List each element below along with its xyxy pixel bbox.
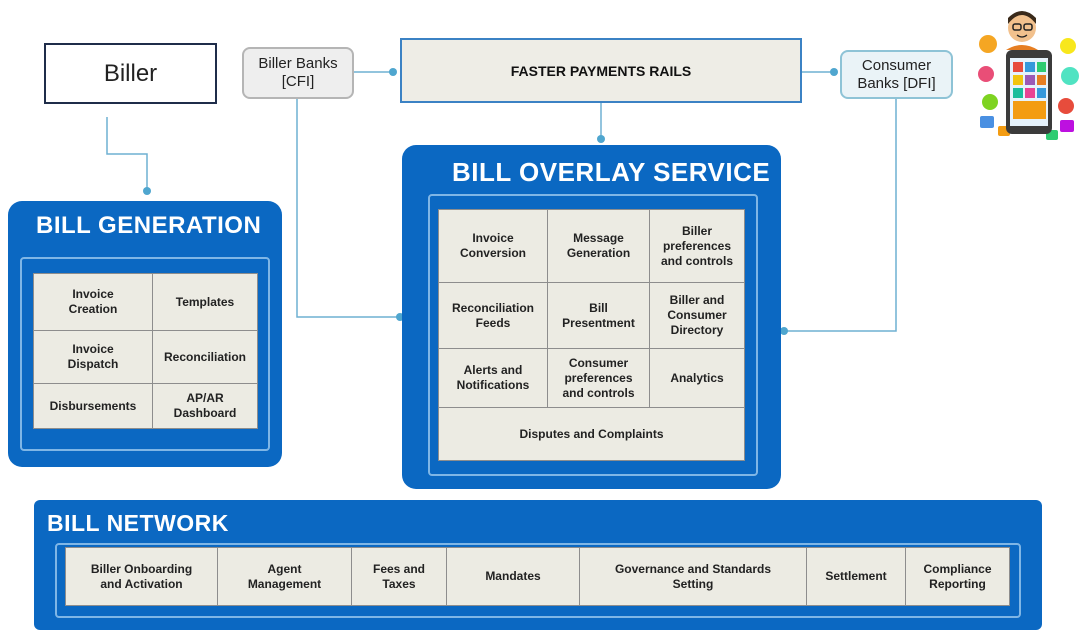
- consumer-banks-line2: Banks [DFI]: [857, 74, 936, 92]
- cell-consumer-preferences: Consumer preferences and controls: [548, 349, 649, 407]
- bill-network-title: BILL NETWORK: [47, 510, 229, 536]
- cell-reconciliation: Reconciliation: [153, 331, 257, 383]
- biller-banks-line1: Biller Banks: [258, 55, 338, 72]
- consumer-banks-line1: Consumer: [861, 56, 932, 74]
- cell-biller-onboarding: Biller Onboarding and Activation: [66, 548, 217, 605]
- cell-ap-ar-dashboard: AP/AR Dashboard: [153, 384, 257, 428]
- cell-settlement: Settlement: [807, 548, 905, 605]
- bill-generation-grid: Invoice Creation Templates Invoice Dispa…: [33, 273, 258, 429]
- bill-network-frame: [55, 543, 1021, 618]
- biller-banks-box: Biller Banks [CFI]: [242, 47, 354, 99]
- cell-disbursements: Disbursements: [34, 384, 152, 428]
- cell-fees-taxes: Fees and Taxes: [352, 548, 446, 605]
- cell-bill-presentment: Bill Presentment: [548, 283, 649, 348]
- biller-banks-line2: [CFI]: [281, 73, 315, 90]
- cell-invoice-dispatch: Invoice Dispatch: [34, 331, 152, 383]
- cell-invoice-conversion: Invoice Conversion: [439, 210, 547, 282]
- cell-disputes-complaints: Disputes and Complaints: [439, 408, 744, 460]
- cell-agent-management: Agent Management: [218, 548, 351, 605]
- bill-overlay-title: BILL OVERLAY SERVICE: [452, 157, 771, 187]
- biller-box: Biller: [44, 43, 217, 104]
- cell-governance-standards: Governance and Standards Setting: [580, 548, 806, 605]
- consumer-phone-illustration: [976, 4, 1080, 146]
- bill-generation-frame: [20, 257, 270, 451]
- cell-templates: Templates: [153, 274, 257, 330]
- faster-payments-rails-box: FASTER PAYMENTS RAILS: [400, 38, 802, 103]
- cell-biller-preferences: Biller preferences and controls: [650, 210, 744, 282]
- cell-analytics: Analytics: [650, 349, 744, 407]
- cell-alerts-notifications: Alerts and Notifications: [439, 349, 547, 407]
- cell-biller-consumer-directory: Biller and Consumer Directory: [650, 283, 744, 348]
- bill-overlay-frame: [428, 194, 758, 476]
- consumer-banks-box: Consumer Banks [DFI]: [840, 50, 953, 99]
- rails-label: FASTER PAYMENTS RAILS: [510, 62, 692, 79]
- cell-invoice-creation: Invoice Creation: [34, 274, 152, 330]
- cell-mandates: Mandates: [447, 548, 579, 605]
- cell-message-generation: Message Generation: [548, 210, 649, 282]
- cell-reconciliation-feeds: Reconciliation Feeds: [439, 283, 547, 348]
- bill-overlay-grid: Invoice Conversion Message Generation Bi…: [438, 209, 745, 461]
- cell-compliance-reporting: Compliance Reporting: [906, 548, 1009, 605]
- bill-network-grid: Biller Onboarding and Activation Agent M…: [65, 547, 1010, 606]
- bill-generation-title: BILL GENERATION: [36, 212, 262, 239]
- biller-label: Biller: [103, 59, 158, 87]
